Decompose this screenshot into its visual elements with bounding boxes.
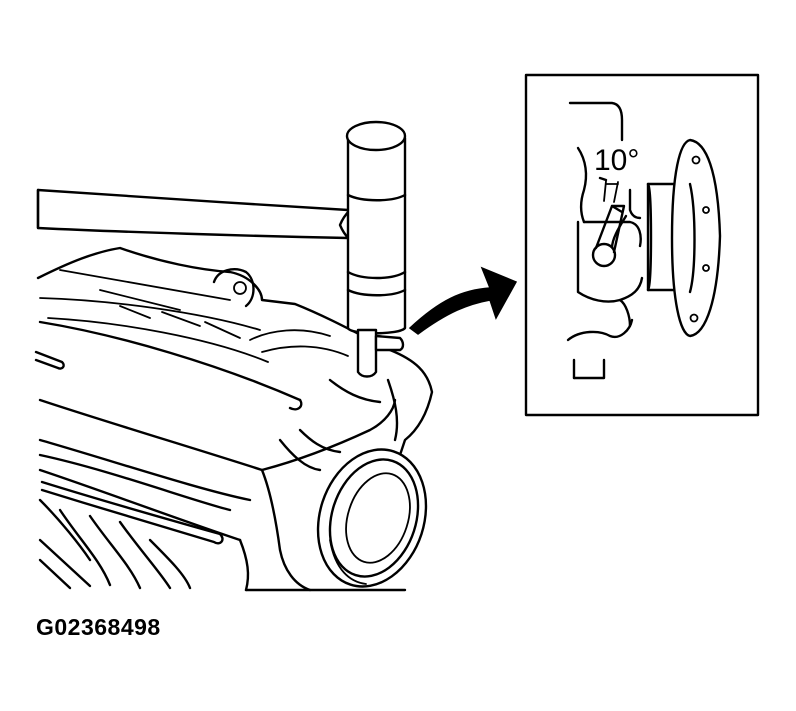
detail-inset: 10° xyxy=(524,73,760,417)
drift-tool xyxy=(338,120,407,378)
callout-arrow xyxy=(408,266,518,335)
tool-handle-bar xyxy=(36,188,350,240)
output-bearing-bore xyxy=(316,448,428,588)
differential-housing xyxy=(34,246,434,592)
figure-code: G02368498 xyxy=(36,614,161,640)
angle-label: 10° xyxy=(594,144,639,177)
